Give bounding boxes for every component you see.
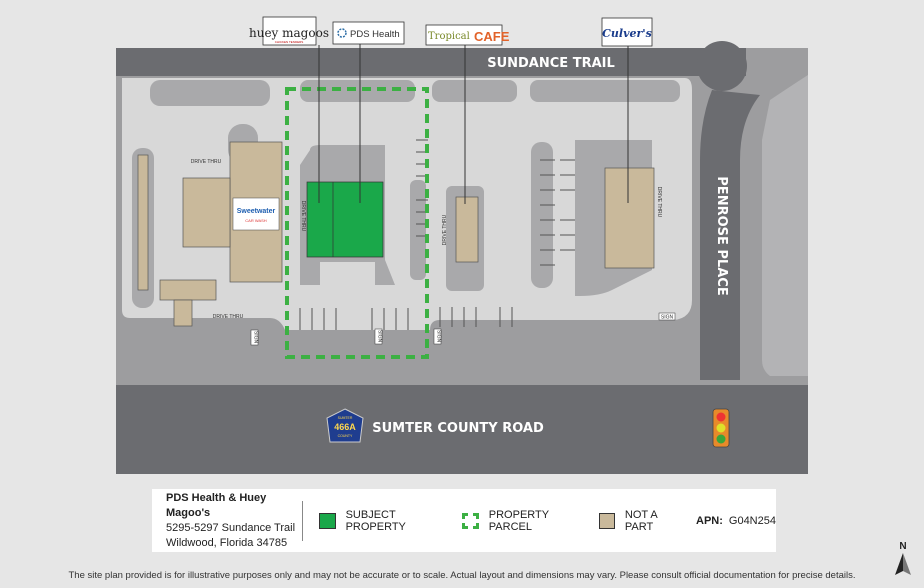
address-line-1: 5295-5297 Sundance Trail <box>166 521 296 534</box>
huey-magoos-tagline: CHICKEN TENDERS <box>275 40 304 44</box>
drive-thru-label: DRIVE THRU <box>213 314 244 320</box>
tenant-logo-culvers: Culver's <box>601 17 653 47</box>
disclaimer: The site plan provided is for illustrati… <box>68 570 856 581</box>
drive-thru-label: DRIVE THRU <box>442 214 448 245</box>
legend-panel: PDS Health & Huey Magoo's 5295-5297 Sund… <box>152 489 776 552</box>
sundance-trail-label: SUNDANCE TRAIL <box>487 56 615 71</box>
shield-top-text: SUMTER <box>338 416 353 420</box>
apn: APN: G04N254 <box>696 515 776 527</box>
sumter-county-road <box>116 385 808 474</box>
legend-divider <box>302 500 304 541</box>
pds-health-logo-text: PDS Health <box>350 29 400 40</box>
sumter-county-road-label: SUMTER COUNTY ROAD <box>372 421 544 436</box>
drive-thru-label: DRIVE THRU <box>656 187 662 218</box>
cafe-logo-text: CAFE <box>474 29 510 44</box>
penrose-place-label: PENROSE PLACE <box>714 176 729 295</box>
subject-swatch <box>319 512 336 529</box>
address-line-2: Wildwood, Florida 34785 <box>166 536 288 549</box>
sign-label: SIGN <box>661 315 674 321</box>
sundance-trail-road <box>116 48 746 76</box>
east-parcel <box>762 75 808 376</box>
tenant-logo-huey-magoos: huey magoos CHICKEN TENDERS <box>249 16 329 46</box>
strip-building <box>137 154 149 291</box>
tenant-leader-lines <box>318 44 629 204</box>
parcel-swatch <box>461 512 479 529</box>
parcel-label: PROPERTY PARCEL <box>488 508 549 533</box>
cul-de-sac <box>697 41 747 91</box>
culvers-building <box>604 167 655 269</box>
route-466a-shield: SUMTER 466A COUNTY <box>326 408 364 443</box>
penrose-place-road <box>700 90 760 380</box>
sign-markers: SIGN SIGN SIGN SIGN <box>250 312 676 346</box>
sweetwater-logo-text: Sweetwater <box>237 208 276 215</box>
drive-thru-building <box>182 177 231 248</box>
legend-not-a-part: NOT A PART <box>598 508 683 533</box>
small-building <box>159 279 217 301</box>
sweetwater-tagline: CAR WASH <box>245 218 267 223</box>
drive-thru-label: DRIVE THRU <box>191 159 222 165</box>
huey-magoos-logo-text: huey magoos <box>249 26 329 40</box>
shield-number: 466A <box>334 422 356 432</box>
north-label: N <box>899 541 906 552</box>
legend-property-parcel: PROPERTY PARCEL <box>461 508 585 533</box>
tenant-logo-pds-health: PDS Health <box>332 21 405 45</box>
legend-title: PDS Health & Huey Magoo's <box>166 491 267 519</box>
property-address: PDS Health & Huey Magoo's 5295-5297 Sund… <box>152 491 298 551</box>
tenant-logo-tropical-cafe: Tropical CAFE <box>425 24 510 46</box>
subject-label: SUBJECT PROPERTY <box>345 508 406 533</box>
parking-stalls <box>299 139 575 330</box>
apn-label: APN: <box>696 514 723 527</box>
tropical-logo-text: Tropical <box>428 31 470 42</box>
sign-label: SIGN <box>253 331 259 344</box>
culvers-logo-text: Culver's <box>602 27 652 40</box>
legend-subject-property: SUBJECT PROPERTY <box>319 509 448 533</box>
sign-label: SIGN <box>377 330 383 343</box>
not-a-part-buildings <box>137 141 655 327</box>
sign-label: SIGN <box>436 330 442 343</box>
subject-property[interactable] <box>306 181 384 258</box>
sweetwater-sign <box>232 197 280 231</box>
tropical-cafe-building <box>455 196 479 263</box>
property-parcel-boundary[interactable] <box>285 87 429 359</box>
traffic-light-icon <box>712 408 730 448</box>
pds-logo-icon <box>337 28 347 38</box>
shield-bottom-text: COUNTY <box>338 434 353 438</box>
not-a-part-swatch <box>598 512 615 529</box>
not-a-part-label: NOT A PART <box>624 508 658 533</box>
apn-value: G04N254 <box>728 514 776 527</box>
north-arrow-icon: N <box>895 541 911 575</box>
small-building-annex <box>173 299 193 327</box>
drive-thru-label: DRIVE THRU <box>300 201 306 232</box>
